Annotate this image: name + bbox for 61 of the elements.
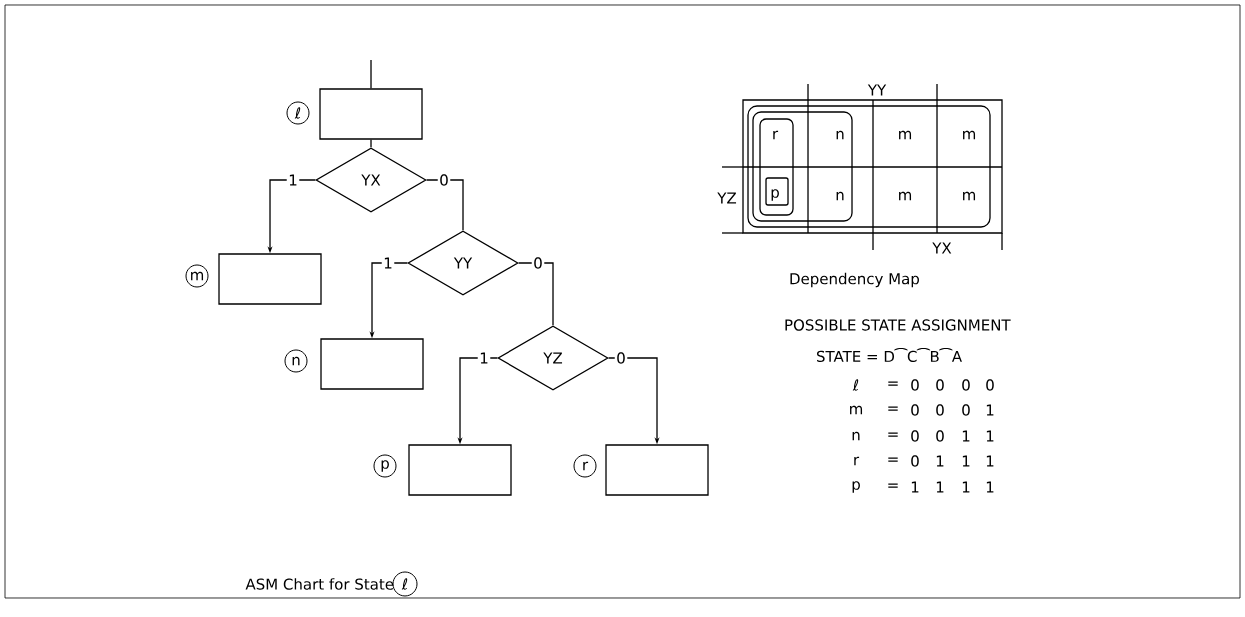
axis-label: YZ	[716, 191, 738, 205]
axis-label: YY	[866, 83, 888, 97]
chart-caption: ASM Chart for State	[245, 578, 394, 590]
table-cell: 0	[911, 455, 919, 467]
table-cell: 1	[986, 481, 994, 493]
map-cell: r	[770, 129, 780, 141]
edge-label: 0	[531, 255, 545, 271]
table-cell: =	[888, 432, 898, 437]
edge-label: 1	[381, 256, 395, 270]
map-cell: n	[834, 190, 846, 202]
table-cell: 1	[986, 455, 994, 467]
map-cell: m	[960, 190, 978, 202]
map-title: Dependency Map	[790, 272, 919, 288]
connector	[518, 262, 554, 326]
table-heading: POSSIBLE STATE ASSIGNMENT	[785, 319, 1011, 331]
table-cell: =	[888, 406, 898, 411]
state-label: ℓ	[392, 571, 418, 597]
table-formula: STATE = D⁀C⁀B⁀A	[817, 347, 962, 363]
map-cell: p	[769, 188, 781, 202]
edge-label: 1	[286, 173, 300, 187]
map-cell: m	[960, 129, 978, 141]
table-cell: 0	[936, 404, 944, 416]
state-label: ℓ	[286, 101, 310, 125]
table-cell: 0	[986, 379, 994, 391]
table-cell: 1	[962, 455, 970, 467]
table-cell: p	[852, 481, 860, 493]
map-cell: m	[896, 129, 914, 141]
table-cell: 0	[962, 379, 970, 391]
table-cell: 1	[986, 404, 994, 416]
table-cell: 0	[911, 404, 919, 416]
table-cell: 1	[962, 481, 970, 493]
edge-label: 0	[437, 172, 451, 188]
table-cell: 0	[911, 379, 919, 391]
table-cell: 0	[911, 430, 919, 442]
connector	[426, 179, 464, 231]
table-cell: 1	[962, 430, 970, 442]
connector	[370, 59, 372, 89]
table-cell: 0	[962, 404, 970, 416]
table-cell: =	[888, 483, 898, 488]
map-cell: n	[834, 129, 846, 141]
table-cell: 1	[936, 481, 944, 493]
table-cell: 0	[936, 379, 944, 391]
table-cell: m	[850, 405, 863, 415]
table-cell: =	[888, 457, 898, 462]
table-cell: ℓ	[852, 379, 859, 391]
table-cell: r	[854, 456, 860, 466]
edge-label: 1	[477, 351, 491, 365]
table-cell: 0	[936, 430, 944, 442]
state-label: p	[373, 454, 397, 478]
table-cell: =	[888, 381, 898, 386]
table-cell: n	[852, 431, 860, 441]
state-label: r	[573, 454, 597, 478]
table-cell: 1	[911, 481, 919, 493]
connector	[370, 139, 372, 148]
edge-label: 0	[614, 350, 628, 366]
state-label: n	[284, 349, 308, 373]
table-cell: 1	[986, 430, 994, 442]
map-cell: m	[896, 190, 914, 202]
table-cell: 1	[936, 455, 944, 467]
state-label: m	[185, 264, 209, 288]
axis-label: YX	[931, 241, 953, 255]
